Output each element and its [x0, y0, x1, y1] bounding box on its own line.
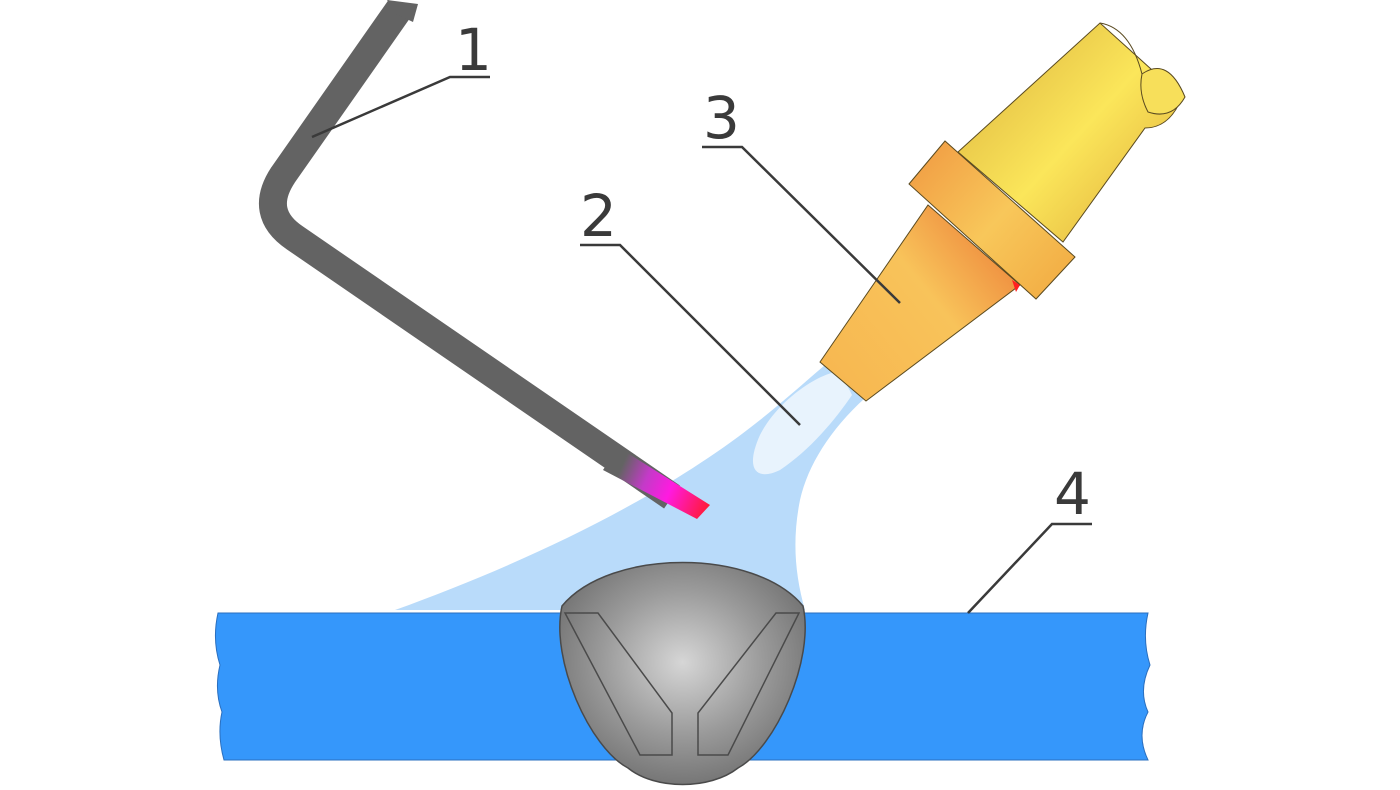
- leader-line-3: [702, 145, 901, 304]
- label-base-metal: 4: [1054, 460, 1091, 528]
- leader-line-1: [311, 75, 490, 139]
- flame-core: [752, 372, 852, 475]
- label-flame: 2: [580, 182, 617, 250]
- filler-rod: [258, 0, 680, 509]
- weld-groove-right: [697, 612, 801, 756]
- flame-outer: [395, 365, 865, 610]
- rod-hot-tip: [603, 447, 710, 519]
- filler-rod-end: [387, 0, 418, 22]
- torch-nozzle-edge: [1012, 280, 1020, 292]
- weld-bead: [559, 561, 806, 786]
- weld-groove-left: [563, 612, 673, 756]
- torch-body-opening: [1140, 68, 1186, 115]
- leader-line-4: [967, 522, 1092, 614]
- label-filler-rod: 1: [455, 16, 492, 84]
- label-torch: 3: [703, 84, 740, 152]
- leader-line-2: [580, 243, 801, 426]
- torch-collar: [908, 140, 1076, 300]
- torch-body-cut: [1099, 22, 1143, 75]
